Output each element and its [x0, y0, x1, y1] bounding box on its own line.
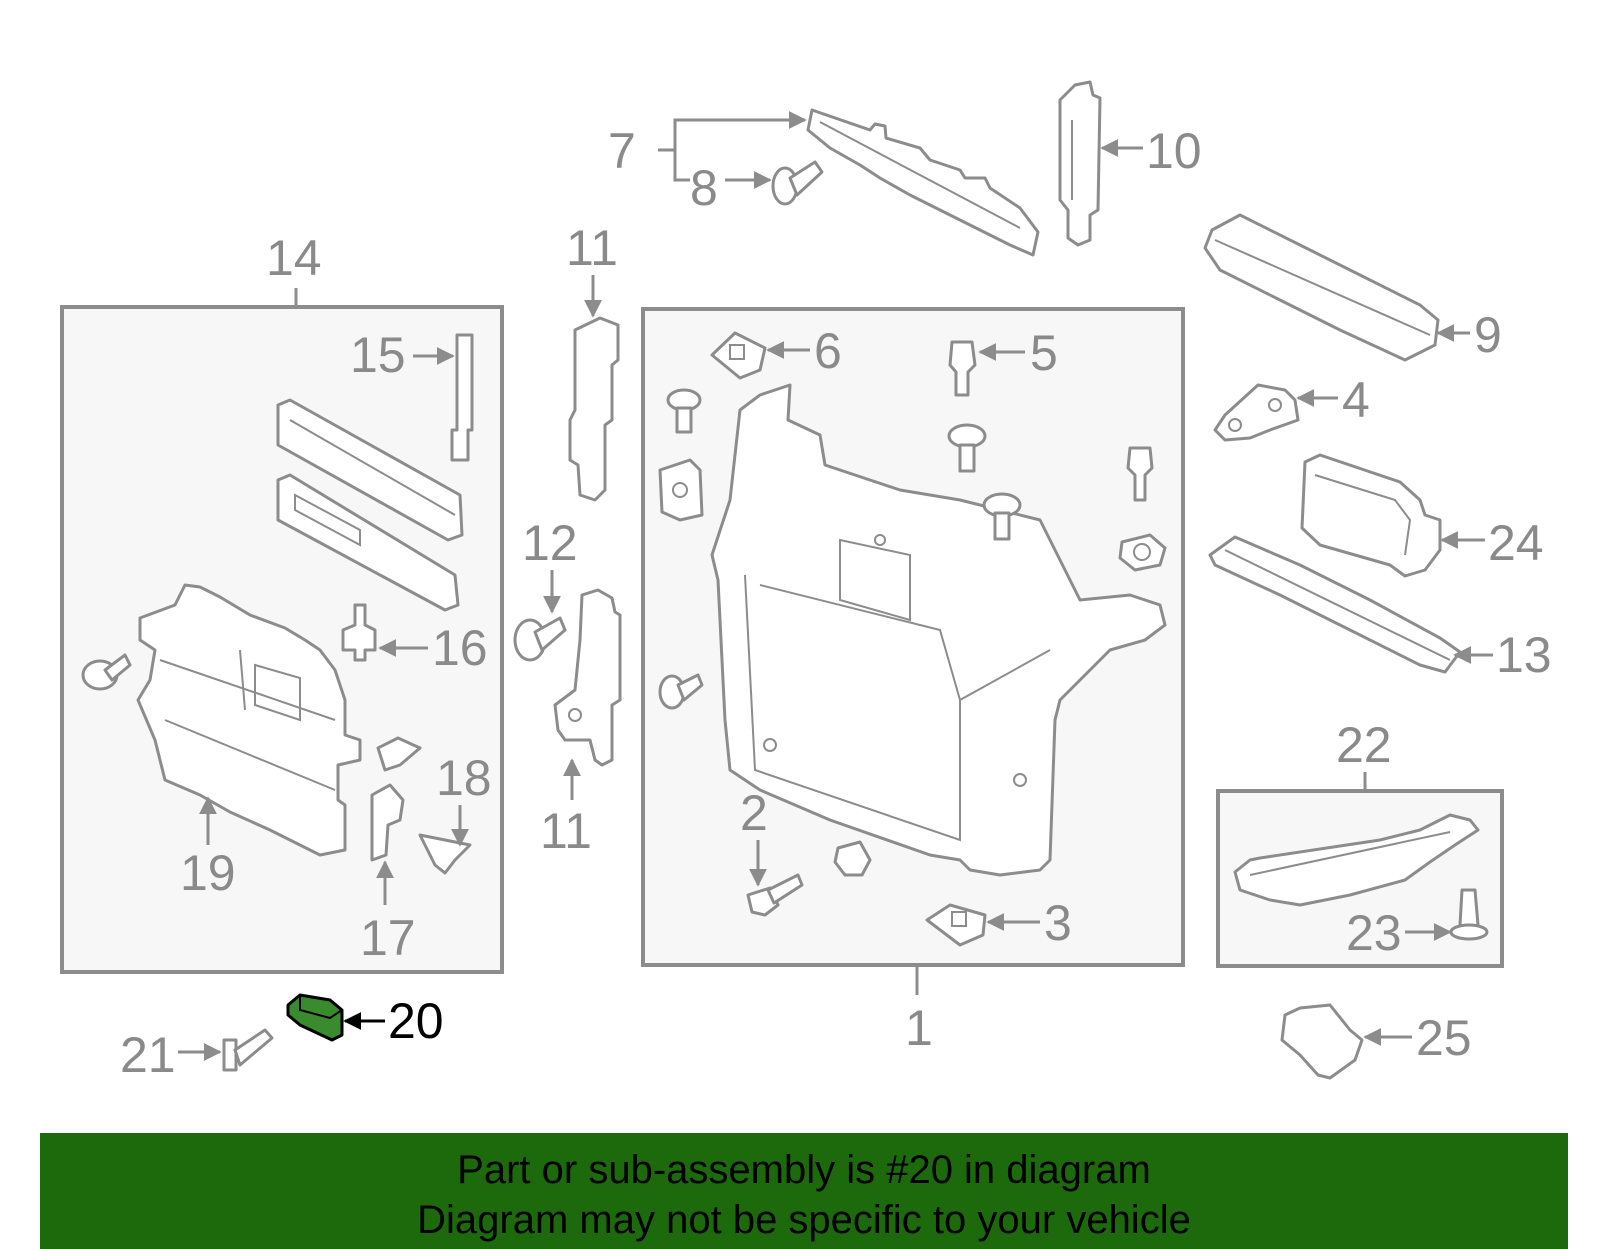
callout-21: 21	[120, 1027, 176, 1083]
group-1-fastener-c	[982, 492, 1022, 541]
group-14-fastener	[81, 653, 132, 691]
callout-11-upper: 11	[566, 220, 618, 276]
callout-1: 1	[905, 1000, 933, 1056]
callout-14: 14	[266, 230, 322, 286]
group-1-nut-lower	[833, 840, 872, 877]
part-11-lower-bracket[interactable]	[553, 588, 622, 767]
part-10-bracket[interactable]	[1058, 80, 1102, 247]
callout-16: 16	[432, 620, 488, 676]
banner-line-1: Part or sub-assembly is #20 in diagram	[457, 1148, 1151, 1192]
callout-6: 6	[814, 323, 842, 379]
group-1-fastener-b	[947, 423, 987, 473]
callout-22: 22	[1336, 717, 1392, 773]
leader-7-to-8	[673, 150, 690, 182]
callout-3: 3	[1044, 895, 1072, 951]
callout-2: 2	[740, 785, 768, 841]
callout-18: 18	[436, 750, 492, 806]
part-9-seal[interactable]	[1203, 213, 1440, 362]
part-6-clip[interactable]	[710, 331, 767, 380]
part-22-shield[interactable]	[1233, 813, 1480, 907]
callout-4: 4	[1342, 372, 1370, 428]
part-2-bolt[interactable]	[746, 873, 804, 917]
callout-9: 9	[1474, 307, 1502, 363]
part-19-grille[interactable]	[136, 583, 362, 857]
group-1-fastener-e	[658, 673, 704, 710]
part-16-clip[interactable]	[341, 603, 377, 662]
callout-5: 5	[1030, 325, 1058, 381]
part-8-push-pin[interactable]	[771, 160, 824, 206]
part-7-deflector[interactable]	[806, 108, 1040, 257]
group-14-small-bracket	[376, 736, 422, 772]
callout-7: 7	[608, 123, 636, 179]
part-4-bracket[interactable]	[1213, 383, 1300, 442]
group-1-side-bracket	[658, 458, 704, 522]
callout-12: 12	[522, 515, 578, 571]
part-21-pin[interactable]	[222, 1028, 274, 1072]
callout-11-lower: 11	[540, 803, 592, 859]
callout-23: 23	[1346, 905, 1402, 961]
callout-10: 10	[1146, 123, 1202, 179]
info-banner: Part or sub-assembly is #20 in diagram D…	[40, 1133, 1568, 1249]
part-13-seal[interactable]	[1208, 535, 1462, 674]
callout-19: 19	[180, 845, 236, 901]
group-1-fastener-a	[666, 388, 702, 434]
group-1-nut	[1118, 533, 1167, 572]
callout-25: 25	[1416, 1010, 1472, 1066]
banner-line-2: Diagram may not be specific to your vehi…	[417, 1198, 1191, 1242]
part-17-bracket[interactable]	[370, 783, 405, 862]
part-24-module[interactable]	[1300, 453, 1442, 578]
callout-17: 17	[360, 910, 416, 966]
group-1-fastener-d	[1126, 446, 1154, 502]
part-15-rod[interactable]	[450, 333, 474, 462]
part-23-screw[interactable]	[1449, 888, 1489, 941]
part-20-highlighted[interactable]	[286, 993, 344, 1042]
callout-8: 8	[690, 160, 718, 216]
group-14-upper-shutter	[276, 398, 464, 542]
part-5-bolt[interactable]	[948, 340, 977, 397]
callout-20: 20	[388, 993, 444, 1049]
group-14-lower-shutter	[276, 473, 460, 612]
part-12-push-pin[interactable]	[513, 616, 567, 662]
part-3-clip[interactable]	[925, 903, 987, 947]
callout-13: 13	[1496, 627, 1552, 683]
part-11-upper-bracket[interactable]	[568, 316, 620, 502]
callout-24: 24	[1488, 515, 1544, 571]
part-1-radiator-support[interactable]	[710, 383, 1167, 877]
callout-15: 15	[350, 327, 406, 383]
leader-7	[658, 111, 807, 152]
part-25-clip[interactable]	[1280, 1003, 1364, 1080]
